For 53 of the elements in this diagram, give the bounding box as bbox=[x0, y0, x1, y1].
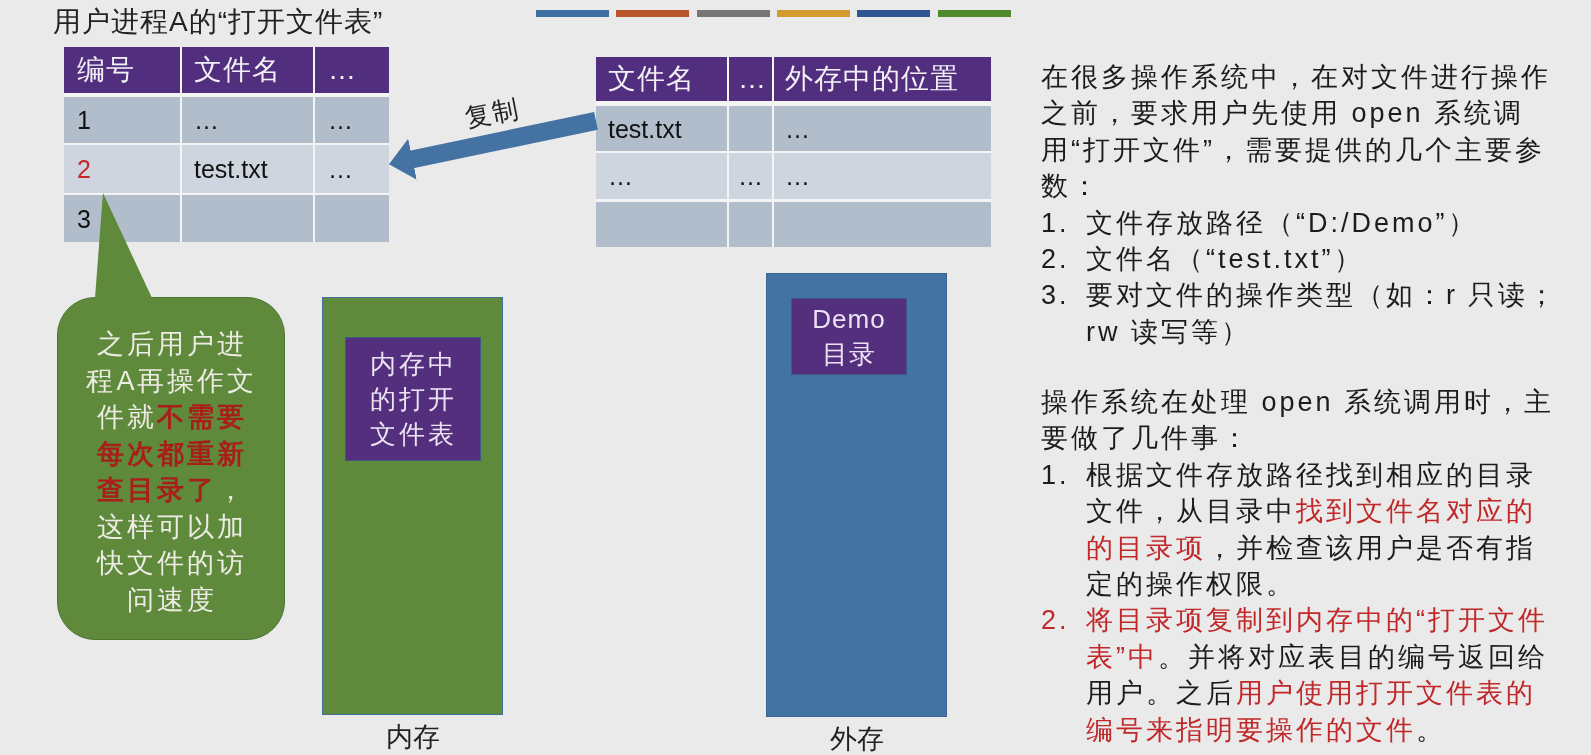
cell-text: 1 bbox=[77, 105, 91, 135]
storage-block bbox=[766, 273, 947, 717]
list-item-text: 根据文件存放路径找到相应的目录文件，从目录中找到文件名对应的的目录项，并检查该用户是否有指定的操作权限。 bbox=[1086, 458, 1537, 601]
header-text: 文件名 bbox=[194, 53, 281, 87]
block-label: 内存中的打开文件表 bbox=[368, 347, 458, 451]
cell-text: … bbox=[785, 114, 810, 143]
block-label: 外存 bbox=[829, 724, 884, 754]
header-text: 文件名 bbox=[608, 62, 695, 96]
list-item-text: 要对文件的操作类型（如：r 只读；rw 读写等） bbox=[1086, 279, 1560, 349]
list-number: 2. bbox=[1041, 243, 1070, 276]
header-text: 编号 bbox=[77, 53, 135, 87]
block-arrow bbox=[389, 112, 598, 180]
list-number: 3. bbox=[1041, 279, 1070, 313]
table-row bbox=[596, 153, 991, 199]
edge-label: 复制 bbox=[462, 94, 523, 133]
list-number: 1. bbox=[1041, 458, 1070, 492]
cell-text: … bbox=[194, 105, 219, 135]
list-number: 2. bbox=[1041, 604, 1070, 638]
list-item-text: 文件存放路径（“D:/Demo”） bbox=[1086, 206, 1479, 240]
cell-text: … bbox=[785, 161, 810, 191]
table-title: 用户进程A的“打开文件表” bbox=[53, 5, 384, 39]
cell-text: test.txt bbox=[194, 154, 268, 184]
paragraph: 在很多操作系统中，在对文件进行操作之前，要求用户先使用 open 系统调用“打开文件”，需要提供的几个主要参数： bbox=[1041, 61, 1552, 204]
directory-block bbox=[791, 298, 907, 375]
table-row bbox=[64, 97, 389, 143]
table-header-row bbox=[64, 47, 389, 93]
open-file-table-block bbox=[345, 337, 481, 461]
cell-text: … bbox=[328, 105, 353, 135]
cell-text: 3 bbox=[77, 204, 91, 233]
header-text: … bbox=[328, 53, 357, 87]
block-label: 内存 bbox=[385, 722, 440, 752]
cell-text: … bbox=[608, 161, 633, 191]
table-row bbox=[596, 106, 991, 151]
header-text: 外存中的位置 bbox=[785, 62, 959, 96]
cell-text: test.txt bbox=[608, 114, 682, 143]
cell-text: … bbox=[328, 154, 353, 184]
block-label: Demo 目录 bbox=[811, 302, 887, 371]
cell-text: 2 bbox=[77, 154, 91, 184]
table-row bbox=[596, 202, 991, 247]
list-number: 1. bbox=[1041, 206, 1070, 240]
paragraph: 操作系统在处理 open 系统调用时，主要做了几件事： bbox=[1041, 386, 1556, 456]
table-row bbox=[64, 145, 389, 193]
directory-table bbox=[596, 57, 991, 247]
callout-bubble bbox=[57, 297, 285, 640]
callout-pointer bbox=[95, 193, 152, 298]
header-text: … bbox=[738, 62, 767, 96]
cell-text: … bbox=[738, 161, 763, 191]
table-header-row bbox=[596, 57, 991, 101]
memory-block bbox=[322, 297, 503, 715]
table-row bbox=[64, 195, 389, 242]
callout-text: 之后用户进程A再操作文件就不需要每次都重新查目录了，这样可以加快文件的访问速度 bbox=[85, 328, 259, 617]
list-item-text: 文件名（“test.txt”） bbox=[1086, 243, 1365, 276]
list-item-text: 将目录项复制到内存中的“打开文件表”中。并将对应表目的编号返回给用户。之后用户使用打开文件表的编号来指明要操作的文件。 bbox=[1086, 604, 1549, 747]
